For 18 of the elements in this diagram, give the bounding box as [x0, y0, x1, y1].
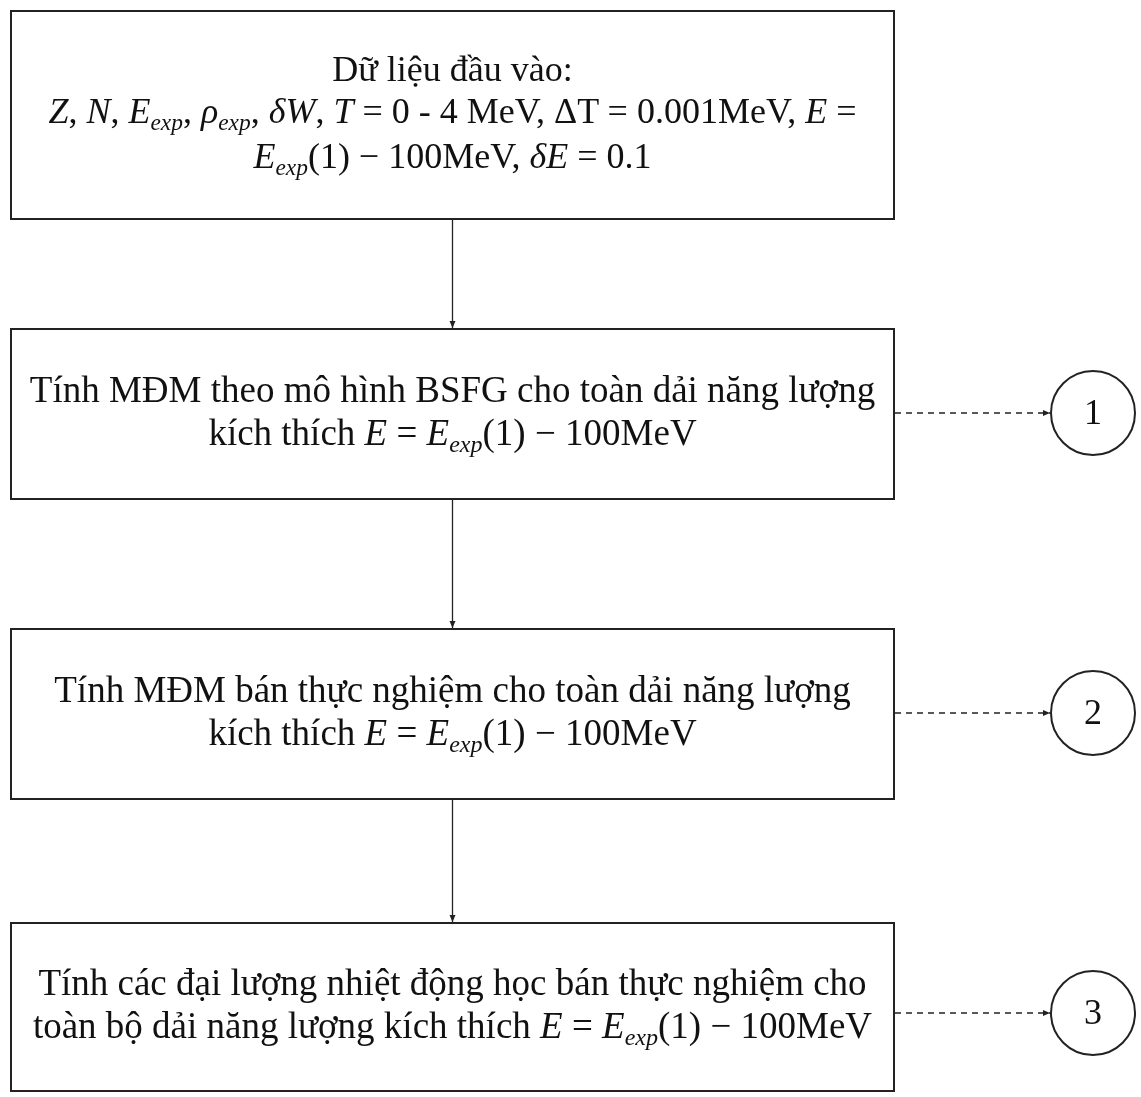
box-text: Tính MĐM theo mô hình BSFG cho toàn dải năng lượng kích thích E = E$_{exp}$(1) − 100MeV [28, 369, 877, 459]
dashed-arrow [894, 710, 1051, 716]
arrow [449, 799, 456, 923]
box-text: Z, N, E$_{exp}$, ρ$_{exp}$, δW, T = 0 - 4 MeV, ΔT = 0.001MeV, E = E$_{exp}$(1) − 100MeV, δE = 0.1 [47, 90, 858, 181]
process-box [10, 328, 895, 500]
arrow [449, 219, 456, 329]
box-text: Dữ liệu đầu vào: [332, 49, 573, 91]
circle-number: 2 [1084, 692, 1102, 734]
process-box [10, 628, 895, 800]
process-box [10, 10, 895, 220]
circle-number: 3 [1084, 992, 1102, 1034]
process-box [10, 922, 895, 1092]
box-text: Tính MĐM bán thực nghiệm cho toàn dải năng lượng kích thích E = E$_{exp}$(1) − 100MeV [53, 669, 852, 759]
box-text: Tính các đại lượng nhiệt động học bán thực nghiệm cho toàn bộ dải năng lượng kích thích E = E$_{exp}$(1) − 100MeV [31, 962, 874, 1052]
dashed-arrow [894, 1010, 1051, 1016]
arrow [449, 499, 456, 629]
dashed-arrow [894, 410, 1051, 416]
circle-number: 1 [1084, 392, 1102, 434]
